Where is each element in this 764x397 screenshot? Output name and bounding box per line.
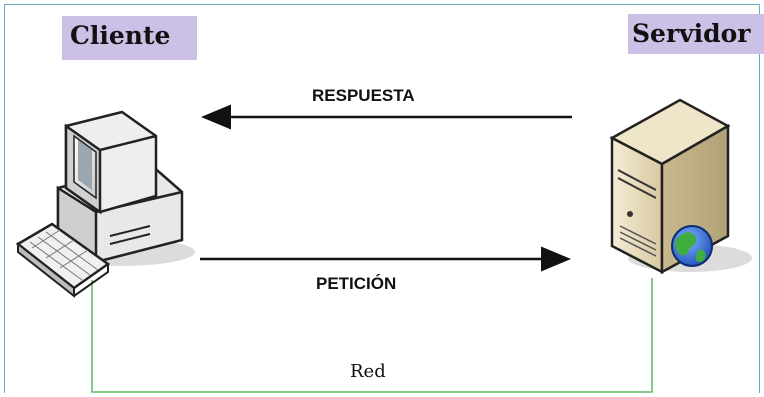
- request-label: PETICIÓN: [316, 274, 397, 293]
- server-label: Servidor: [628, 14, 764, 54]
- client-label: Cliente: [62, 16, 197, 60]
- diagram-frame: [4, 4, 760, 393]
- server-icon: [609, 98, 752, 275]
- desktop-computer-icon: [15, 110, 195, 299]
- network-label: Red: [350, 361, 386, 382]
- network-line: [91, 278, 653, 393]
- globe-icon: [671, 225, 713, 267]
- response-label: RESPUESTA: [312, 86, 415, 105]
